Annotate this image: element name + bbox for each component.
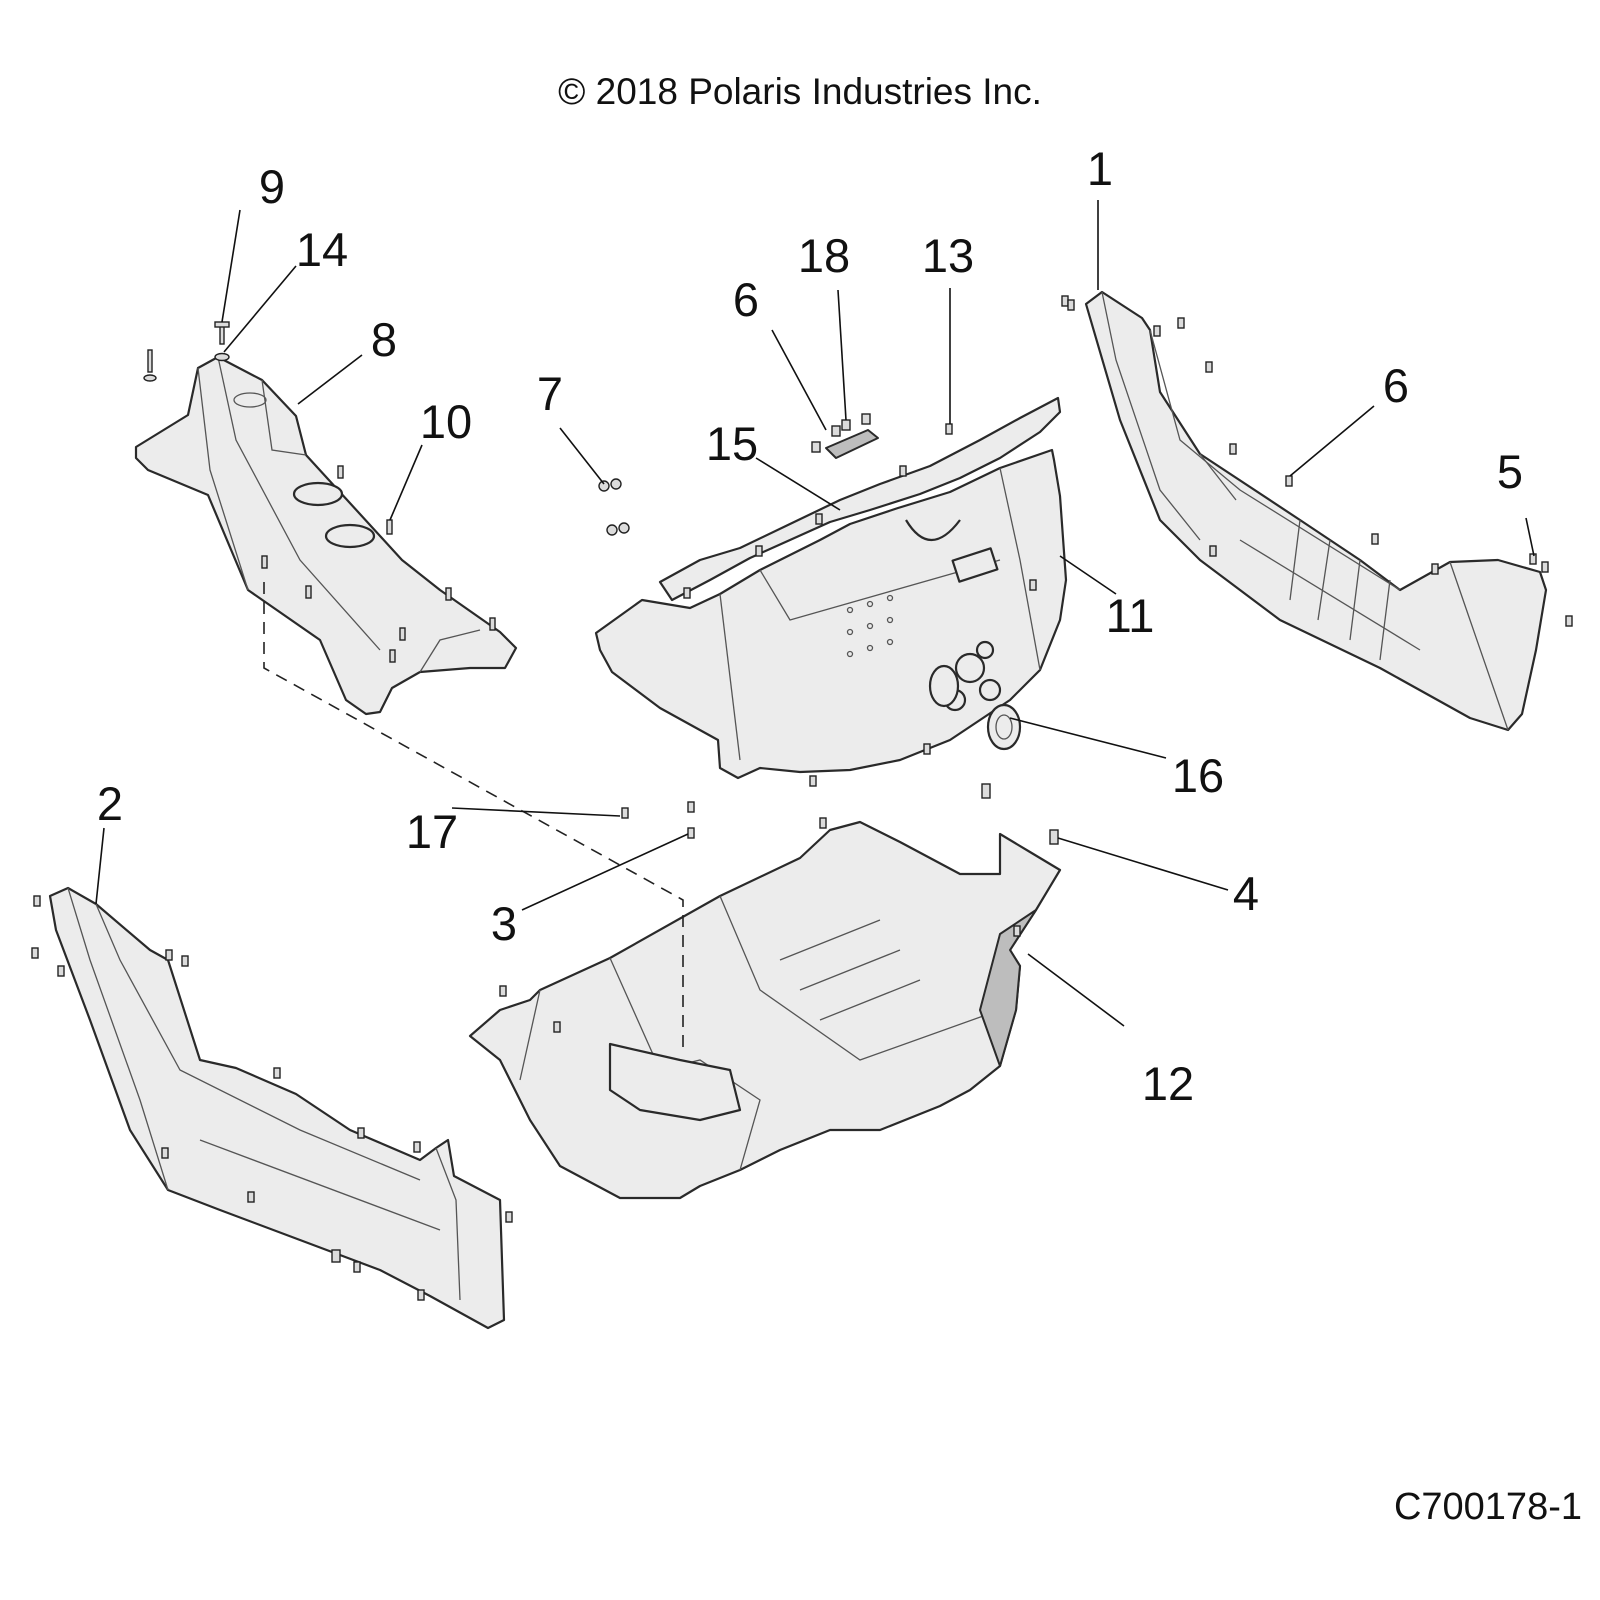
bolt-console-left [143,349,157,382]
screw-6-right [1285,475,1293,487]
callout-17: 17 [406,805,458,858]
grommet-part [986,703,1022,751]
screw-5 [1529,553,1537,565]
callout-11: 11 [1106,589,1155,642]
callout-5: 5 [1497,445,1523,498]
drawing-number: C700178-1 [1394,1486,1582,1528]
right-rocker-panel-part [1084,290,1548,732]
callout-13: 13 [922,229,974,282]
callout-10: 10 [420,395,472,448]
callout-9: 9 [259,160,285,213]
screw-3a [687,801,695,813]
clip-7b [606,522,630,536]
callout-7: 7 [537,367,563,420]
small-bracket-part [825,429,879,459]
clip-4 [1049,829,1059,845]
callout-15: 15 [706,417,758,470]
bolt-9 [214,321,230,345]
leader-lines [95,200,1535,1027]
callout-6-center: 6 [733,273,759,326]
callout-14: 14 [296,223,348,276]
floor-tub-part [468,820,1062,1200]
callout-18: 18 [798,229,850,282]
alignment-dashed-line [263,582,684,1050]
callout-2: 2 [97,777,123,830]
left-rocker-panel-part [48,886,506,1330]
washer-14 [214,352,230,362]
clip-7a [598,478,622,492]
screw-10 [386,519,393,535]
callout-16: 16 [1172,749,1224,802]
callout-3: 3 [491,897,517,950]
clip-6-center [811,413,871,453]
callout-1: 1 [1087,142,1113,195]
screw-3b [687,827,695,839]
callout-12: 12 [1142,1057,1194,1110]
copyright-text: © 2018 Polaris Industries Inc. [558,71,1042,112]
callout-8: 8 [371,313,397,366]
callout-4: 4 [1233,867,1259,920]
callout-6-right: 6 [1383,359,1409,412]
fasteners [31,295,1573,1301]
callout-labels: 1 2 3 4 5 6 6 7 8 9 10 11 12 13 14 15 16… [97,142,1523,1110]
screw-17 [621,807,629,819]
center-console-part [134,355,518,716]
